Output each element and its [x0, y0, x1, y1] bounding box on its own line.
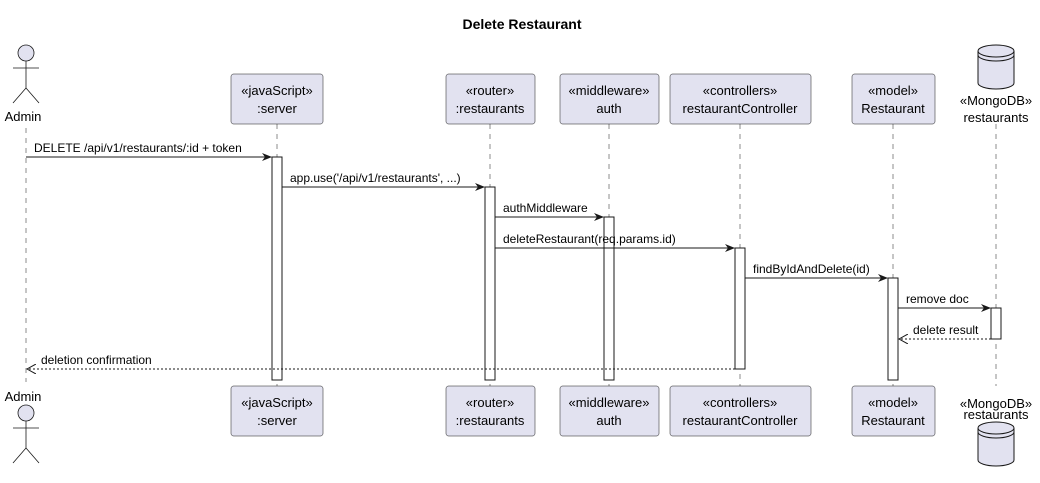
database-icon	[977, 421, 1015, 467]
participant-stereotype: «router»	[466, 395, 514, 410]
actor-leg-right	[25, 87, 40, 104]
message-4: deleteRestaurant(req.params.id)	[495, 232, 735, 252]
participant-name: restaurantController	[683, 413, 799, 428]
participant-stereotype: «controllers»	[703, 83, 777, 98]
message-label: delete result	[913, 323, 979, 337]
actor-head	[17, 404, 35, 422]
activation-bar-server	[271, 156, 283, 381]
database-rim	[977, 54, 1015, 62]
activation-bar-router	[484, 186, 496, 381]
participant-name: Admin	[5, 109, 42, 124]
activation-bars	[271, 156, 1002, 381]
participant-router: «router» :restaurants	[445, 73, 536, 125]
lifelines	[25, 124, 997, 386]
actor-admin: Admin	[5, 44, 42, 124]
activation-bar-db	[990, 307, 1002, 340]
database-icon	[977, 44, 1015, 90]
activation-bar-auth	[603, 216, 615, 381]
participant-box	[445, 385, 536, 437]
message-label: DELETE /api/v1/restaurants/:id + token	[34, 141, 242, 155]
participant-name: :server	[257, 101, 297, 116]
participant-stereotype: «middleware»	[569, 395, 650, 410]
participant-stereotype: «javaScript»	[241, 395, 313, 410]
participant-name: Restaurant	[861, 413, 925, 428]
database-rim	[977, 50, 1015, 58]
participant-name: auth	[596, 101, 621, 116]
participant-router: «router» :restaurants	[445, 385, 536, 437]
participant-auth: «middleware» auth	[559, 73, 660, 125]
participant-box	[559, 73, 660, 125]
participant-stereotype: «MongoDB»	[960, 93, 1032, 108]
message-6: remove doc	[898, 292, 991, 312]
actor-leg-left	[12, 447, 27, 464]
message-2: app.use('/api/v1/restaurants', ...)	[282, 171, 485, 191]
message-label: deleteRestaurant(req.params.id)	[503, 232, 676, 246]
participant-controller: «controllers» restaurantController	[669, 73, 812, 125]
participant-stereotype: «MongoDB»	[960, 396, 1032, 411]
messages: DELETE /api/v1/restaurants/:id + token ap…	[26, 141, 991, 369]
database-rim	[977, 431, 1015, 439]
participant-box	[669, 73, 812, 125]
message-label: app.use('/api/v1/restaurants', ...)	[290, 171, 461, 185]
participant-box	[851, 73, 936, 125]
participant-box	[230, 73, 324, 125]
message-1: DELETE /api/v1/restaurants/:id + token	[26, 141, 272, 161]
participant-box	[445, 73, 536, 125]
participant-box	[669, 385, 812, 437]
participant-name: Admin	[5, 389, 42, 404]
activation-bar-model	[887, 277, 899, 381]
participant-db: «MongoDB»restaurants	[960, 396, 1032, 467]
participant-stereotype: «router»	[466, 83, 514, 98]
participant-box	[851, 385, 936, 437]
participant-controller: «controllers» restaurantController	[669, 385, 812, 437]
actor-leg-right	[25, 447, 40, 464]
actor-head	[17, 44, 35, 62]
participant-name: Restaurant	[861, 101, 925, 116]
message-label: deletion confirmation	[41, 353, 152, 367]
participant-model: «model» Restaurant	[851, 385, 936, 437]
participant-server: «javaScript» :server	[230, 73, 324, 125]
activation-bar-controller	[734, 247, 746, 370]
participant-name: :server	[257, 413, 297, 428]
participant-name: restaurants	[963, 110, 1029, 125]
message-3: authMiddleware	[495, 201, 604, 221]
participant-stereotype: «javaScript»	[241, 83, 313, 98]
participant-stereotype: «model»	[868, 395, 918, 410]
participant-name: restaurantController	[683, 101, 799, 116]
participant-model: «model» Restaurant	[851, 73, 936, 125]
participant-auth: «middleware» auth	[559, 385, 660, 437]
database-rim	[977, 427, 1015, 435]
actor-leg-left	[12, 87, 27, 104]
participant-box	[230, 385, 324, 437]
participant-name: auth	[596, 413, 621, 428]
participant-db: «MongoDB» restaurants	[960, 44, 1032, 125]
participant-stereotype: «controllers»	[703, 395, 777, 410]
participant-name: :restaurants	[456, 413, 525, 428]
actor-admin: Admin	[5, 389, 42, 464]
message-label: remove doc	[906, 292, 969, 306]
participant-stereotype: «model»	[868, 83, 918, 98]
participant-name: restaurants	[963, 407, 1029, 422]
message-label: findByIdAndDelete(id)	[753, 262, 870, 276]
participant-feet: Admin «javaScript» :server «router» :restaur…	[5, 385, 1032, 467]
participant-heads: Admin «javaScript» :server «router» :restaur…	[5, 44, 1032, 125]
message-5: findByIdAndDelete(id)	[745, 262, 888, 282]
diagram-title: Delete Restaurant	[462, 16, 581, 32]
message-label: authMiddleware	[503, 201, 588, 215]
message-8: deletion confirmation	[27, 353, 735, 369]
message-7: delete result	[899, 323, 991, 339]
participant-box	[559, 385, 660, 437]
participant-stereotype: «middleware»	[569, 83, 650, 98]
participant-name: :restaurants	[456, 101, 525, 116]
participant-server: «javaScript» :server	[230, 385, 324, 437]
